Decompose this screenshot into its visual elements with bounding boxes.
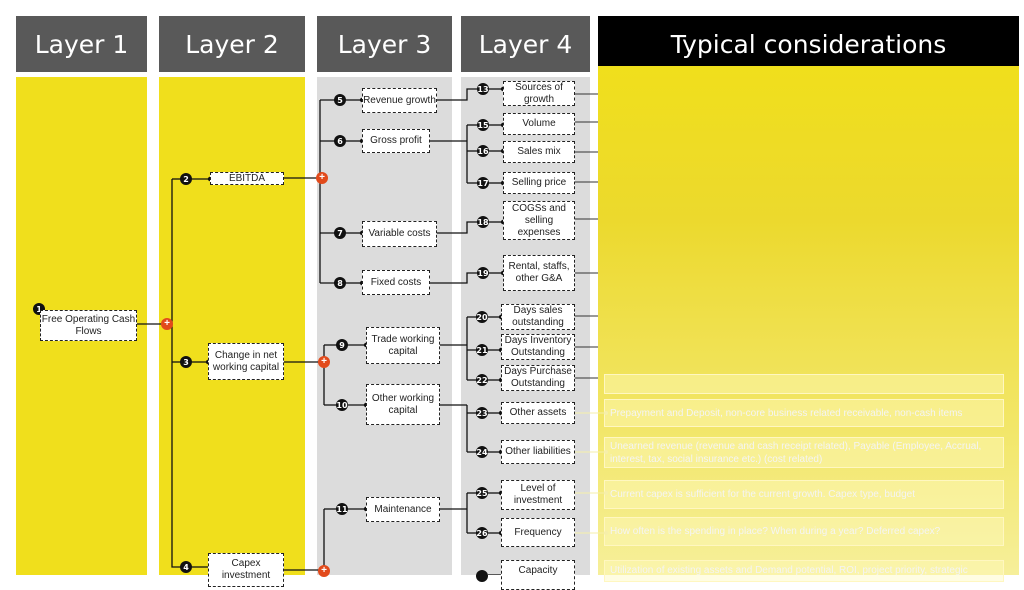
node-level-of-investment: Level of investment [501,480,575,510]
node-change-in-net-working-capital: Change in net working capital [208,343,284,380]
node-number-badge: 17 [477,177,489,189]
node-number-badge: 6 [334,135,346,147]
header-layer-3: Layer 3 [317,16,452,72]
node-number-badge: 25 [476,487,488,499]
node-number-badge: 11 [336,503,348,515]
node-days-inventory-outstanding: Days Inventory Outstanding [501,334,575,360]
node-other-liabilities: Other liabilities [501,440,575,464]
column-layer-3 [317,77,452,575]
node-ebitda: EBITDA [210,172,284,185]
node-number-badge: 3 [180,356,192,368]
node-capacity: Capacity [501,560,575,590]
node-number-badge: 21 [476,344,488,356]
node-revenue-growth: Revenue growth [362,88,437,113]
node-capex-investment: Capex investment [208,553,284,587]
consideration-row-25: Current capex is sufficient for the curr… [604,480,1004,509]
node-days-sales-outstanding: Days sales outstanding [501,304,575,330]
consideration-row-26: How often is the spending in place? When… [604,517,1004,546]
node-number-badge: 24 [476,446,488,458]
node-free-operating-cash-flows: Free Operating Cash Flows [40,310,137,341]
node-days-purchase-outstanding: Days Purchase Outstanding [501,365,575,391]
node-gross-profit: Gross profit [362,129,430,153]
node-number-badge: 13 [477,83,489,95]
node-other-working-capital: Other working capital [366,384,440,425]
node-number-badge: 26 [476,527,488,539]
node-number-badge: 20 [476,311,488,323]
plus-marker: + [316,172,328,184]
node-number-badge: 8 [334,277,346,289]
node-number-badge: 4 [180,561,192,573]
node-number-badge [476,570,488,582]
node-number-badge: 2 [180,173,192,185]
node-fixed-costs: Fixed costs [362,270,430,295]
node-cogs-and-selling-expenses: COGSs and selling expenses [503,201,575,240]
node-number-badge: 22 [476,374,488,386]
consideration-row-23: Prepayment and Deposit, non-core busines… [604,399,1004,427]
column-considerations [598,66,1019,575]
node-number-badge: 9 [336,339,348,351]
node-variable-costs: Variable costs [362,221,437,247]
node-number-badge: 10 [336,399,348,411]
node-rental-staffs-other-ga: Rental, staffs, other G&A [503,255,575,291]
node-frequency: Frequency [501,518,575,547]
header-layer-2: Layer 2 [159,16,305,72]
node-other-assets: Other assets [501,402,575,424]
consideration-row-24: Unearned revenue (revenue and cash recei… [604,437,1004,468]
node-number-badge: 19 [477,267,489,279]
node-number-badge: 7 [334,227,346,239]
node-number-badge: 23 [476,407,488,419]
node-sales-mix: Sales mix [503,141,575,163]
node-number-badge: 15 [477,119,489,131]
plus-marker: + [161,318,173,330]
node-sources-of-growth: Sources of growth [503,81,575,106]
node-selling-price: Selling price [503,172,575,194]
node-number-badge: 5 [334,94,346,106]
consideration-row-22 [604,374,1004,394]
plus-marker: + [318,356,330,368]
header-layer-1: Layer 1 [16,16,147,72]
header-layer-4: Layer 4 [461,16,590,72]
plus-marker: + [318,565,330,577]
node-trade-working-capital: Trade working capital [366,327,440,364]
node-number-badge: 16 [477,145,489,157]
column-layer-2 [159,77,305,575]
node-maintenance: Maintenance [366,497,440,522]
header-considerations: Typical considerations [598,16,1019,72]
node-number-badge: 18 [477,216,489,228]
node-volume: Volume [503,113,575,135]
